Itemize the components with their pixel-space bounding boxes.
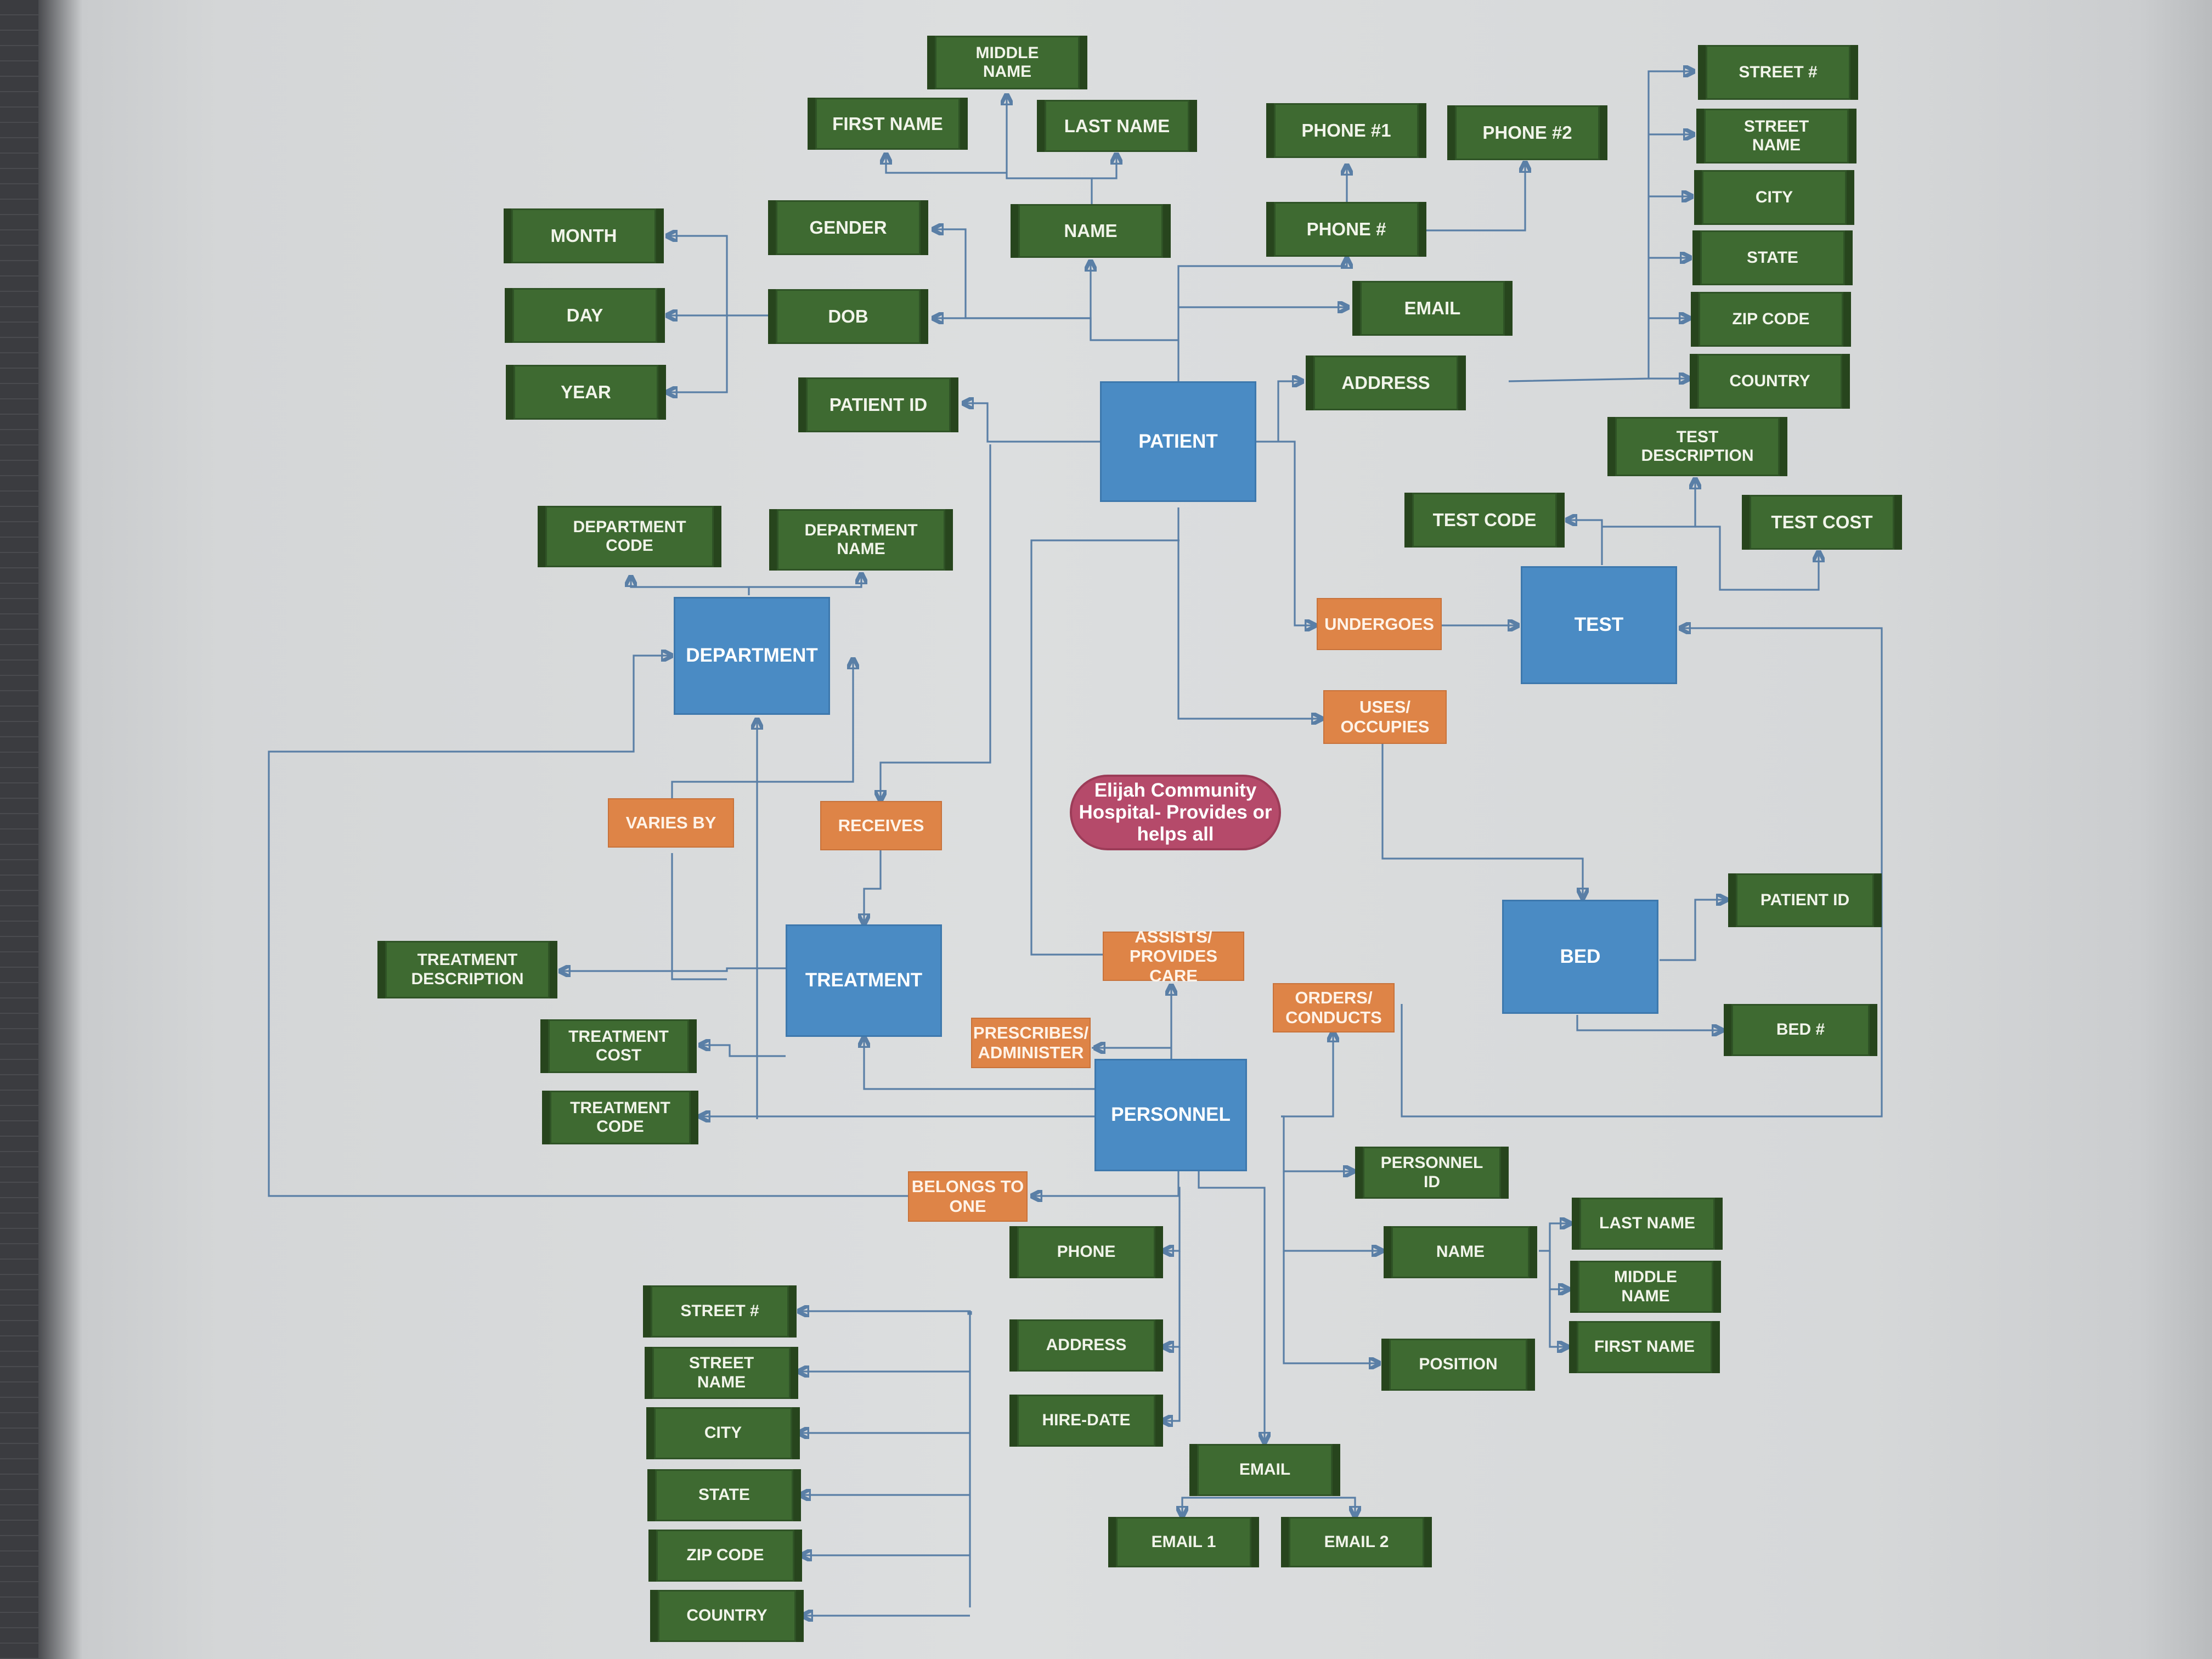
rel-assists-provides-care: ASSISTS/ PROVIDES CARE bbox=[1103, 927, 1244, 985]
attr-personnel-middle-name: MIDDLE NAME bbox=[1570, 1261, 1721, 1313]
entity-bed: BED bbox=[1502, 900, 1658, 1014]
attr-country: COUNTRY bbox=[1690, 354, 1850, 409]
attr-personnel-last-name: LAST NAME bbox=[1572, 1198, 1723, 1250]
entity-treatment: TREATMENT bbox=[786, 924, 942, 1037]
attr-email-1: EMAIL 1 bbox=[1108, 1517, 1259, 1567]
entity-patient: PATIENT bbox=[1100, 381, 1256, 502]
attr-day: DAY bbox=[505, 288, 665, 343]
attr-name: NAME bbox=[1011, 204, 1171, 258]
rel-belongs-to-one: BELONGS TO ONE bbox=[908, 1171, 1028, 1222]
entity-personnel: PERSONNEL bbox=[1094, 1059, 1247, 1171]
attr-street-no: STREET # bbox=[1698, 45, 1858, 100]
attr-personnel-zip-code: ZIP CODE bbox=[648, 1530, 802, 1582]
attr-personnel-city: CITY bbox=[646, 1407, 800, 1459]
rel-varies-by: VARIES BY bbox=[608, 798, 734, 848]
attr-middle-name: MIDDLE NAME bbox=[927, 36, 1087, 89]
attr-gender: GENDER bbox=[768, 200, 928, 255]
attr-month: MONTH bbox=[504, 208, 664, 263]
attr-street-name: STREET NAME bbox=[1696, 109, 1857, 163]
attr-email-2: EMAIL 2 bbox=[1281, 1517, 1432, 1567]
attr-patient-id: PATIENT ID bbox=[798, 377, 958, 432]
attr-treatment-code: TREATMENT CODE bbox=[542, 1091, 698, 1144]
attr-treatment-cost: TREATMENT COST bbox=[540, 1019, 697, 1073]
rel-prescribes-administer: PRESCRIBES/ ADMINISTER bbox=[971, 1018, 1091, 1068]
attr-personnel-phone: PHONE bbox=[1009, 1226, 1163, 1278]
attr-personnel-country: COUNTRY bbox=[650, 1590, 804, 1642]
entity-department: DEPARTMENT bbox=[674, 597, 830, 715]
attr-phone: PHONE # bbox=[1266, 202, 1426, 257]
hospital-note: Elijah Community Hospital- Provides or h… bbox=[1070, 775, 1281, 850]
attr-personnel-street-name: STREET NAME bbox=[645, 1347, 798, 1399]
attr-test-cost: TEST COST bbox=[1742, 495, 1902, 550]
attr-bed-no: BED # bbox=[1724, 1004, 1877, 1056]
attr-year: YEAR bbox=[506, 365, 666, 420]
attr-test-description: TEST DESCRIPTION bbox=[1607, 417, 1787, 476]
attr-personnel-email: EMAIL bbox=[1189, 1444, 1340, 1496]
attr-last-name: LAST NAME bbox=[1037, 100, 1197, 152]
attr-personnel-street-no: STREET # bbox=[643, 1285, 797, 1338]
attr-phone-2: PHONE #2 bbox=[1447, 105, 1607, 160]
attr-test-code: TEST CODE bbox=[1404, 493, 1565, 548]
attr-city: CITY bbox=[1694, 170, 1854, 225]
rel-receives: RECEIVES bbox=[820, 801, 942, 850]
attr-zip-code: ZIP CODE bbox=[1691, 292, 1851, 347]
attr-first-name: FIRST NAME bbox=[808, 98, 968, 150]
attr-personnel-id: PERSONNEL ID bbox=[1355, 1147, 1509, 1199]
attr-personnel-first-name: FIRST NAME bbox=[1569, 1321, 1720, 1373]
attr-personnel-name: NAME bbox=[1384, 1226, 1537, 1278]
rel-undergoes: UNDERGOES bbox=[1317, 598, 1442, 650]
ruler bbox=[0, 0, 38, 1659]
rel-orders-conducts: ORDERS/ CONDUCTS bbox=[1273, 983, 1395, 1032]
attr-department-code: DEPARTMENT CODE bbox=[538, 506, 721, 567]
attr-position: POSITION bbox=[1381, 1339, 1535, 1391]
attr-personnel-state: STATE bbox=[647, 1469, 801, 1521]
attr-bed-patient-id: PATIENT ID bbox=[1728, 873, 1882, 927]
attr-state: STATE bbox=[1692, 230, 1853, 285]
attr-hire-date: HIRE-DATE bbox=[1009, 1395, 1163, 1447]
attr-dob: DOB bbox=[768, 289, 928, 344]
entity-test: TEST bbox=[1521, 566, 1677, 684]
attr-treatment-description: TREATMENT DESCRIPTION bbox=[377, 941, 557, 998]
rel-uses-occupies: USES/ OCCUPIES bbox=[1323, 690, 1447, 744]
attr-personnel-address: ADDRESS bbox=[1009, 1319, 1163, 1372]
attr-email: EMAIL bbox=[1352, 281, 1513, 336]
attr-department-name: DEPARTMENT NAME bbox=[769, 509, 953, 571]
attr-phone-1: PHONE #1 bbox=[1266, 103, 1426, 158]
attr-address: ADDRESS bbox=[1306, 356, 1466, 410]
